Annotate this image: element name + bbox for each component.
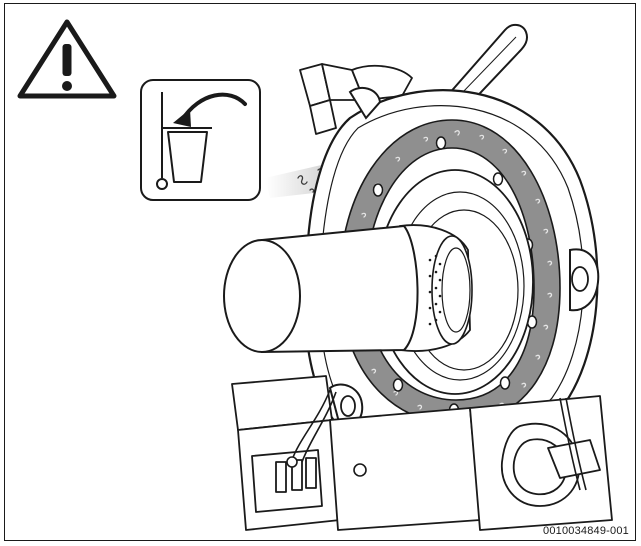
warning-triangle-icon [17, 19, 117, 99]
document-id: 0010034849-001 [543, 525, 629, 537]
burner-tube [223, 224, 473, 354]
waste-bin-icon [140, 79, 261, 201]
lower-housing [231, 375, 613, 531]
sensor-cables [286, 389, 587, 491]
